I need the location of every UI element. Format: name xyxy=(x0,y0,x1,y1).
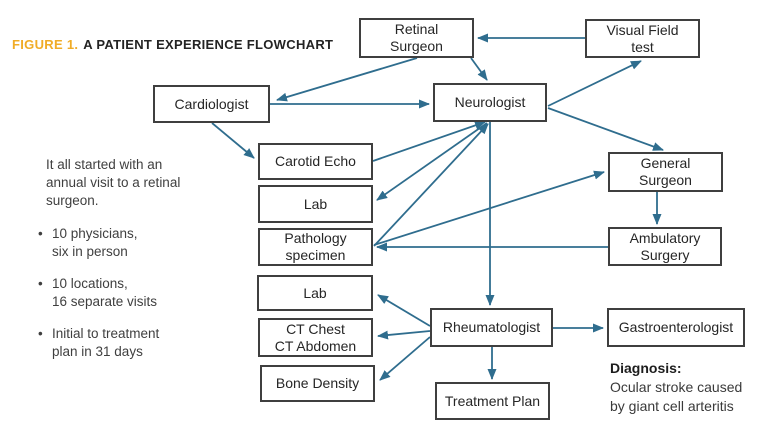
node-general-surgeon: General Surgeon xyxy=(608,152,723,192)
arrow-rheumatologist-to-bone-density xyxy=(379,336,431,381)
arrow-neurologist-to-lab-1 xyxy=(376,122,488,201)
bullet-text: Initial to treatment plan in 31 days xyxy=(52,326,160,359)
bullet-icon: • xyxy=(38,226,43,241)
figure-number-label: FIGURE 1. xyxy=(12,37,79,52)
node-treatment-plan: Treatment Plan xyxy=(435,382,550,420)
figure-title: FIGURE 1. A PATIENT EXPERIENCE FLOWCHART xyxy=(12,37,333,52)
node-gastroenterologist: Gastroenterologist xyxy=(607,308,745,347)
node-pathology-specimen: Pathology specimen xyxy=(258,228,373,266)
node-ambulatory-surgery: Ambulatory Surgery xyxy=(608,227,722,266)
arrow-rheumatologist-to-ct-chest-abdomen xyxy=(377,330,431,340)
bullet-text: 10 locations, 16 separate visits xyxy=(52,276,158,309)
diagnosis-label: Diagnosis: xyxy=(610,360,682,376)
node-cardiologist: Cardiologist xyxy=(153,85,270,123)
bullet-text: 10 physicians, six in person xyxy=(52,226,138,259)
list-item: • 10 locations, 16 separate visits xyxy=(38,275,233,311)
arrow-rheumatologist-to-lab-2 xyxy=(377,294,431,327)
arrow-cardiologist-to-carotid-echo xyxy=(211,122,255,159)
node-lab-2: Lab xyxy=(257,275,373,311)
list-item: • 10 physicians, six in person xyxy=(38,225,233,261)
arrow-pathology-specimen-to-general-surgeon xyxy=(373,170,605,246)
bullet-icon: • xyxy=(38,326,43,341)
story-intro: It all started with an annual visit to a… xyxy=(46,157,181,208)
node-visual-field-test: Visual Field test xyxy=(585,19,700,58)
arrow-retinal-surgeon-to-neurologist xyxy=(470,57,488,81)
arrow-neurologist-to-visual-field-test xyxy=(547,60,642,107)
story-bullet-list: • 10 physicians, six in person • 10 loca… xyxy=(38,225,233,361)
node-retinal-surgeon: Retinal Surgeon xyxy=(359,18,474,58)
diagnosis-block: Diagnosis: Ocular stroke caused by giant… xyxy=(610,359,770,416)
arrow-pathology-specimen-to-neurologist xyxy=(373,123,489,247)
arrow-neurologist-to-general-surgeon xyxy=(547,107,664,151)
bullet-icon: • xyxy=(38,276,43,291)
node-carotid-echo: Carotid Echo xyxy=(258,143,373,180)
node-lab-1: Lab xyxy=(258,185,373,223)
story-text-block: It all started with an annual visit to a… xyxy=(38,156,233,375)
node-ct-chest-abdomen: CT Chest CT Abdomen xyxy=(258,318,373,357)
list-item: • Initial to treatment plan in 31 days xyxy=(38,325,233,361)
node-bone-density: Bone Density xyxy=(260,365,375,402)
node-neurologist: Neurologist xyxy=(433,83,547,122)
node-rheumatologist: Rheumatologist xyxy=(430,308,553,347)
arrow-retinal-surgeon-to-cardiologist xyxy=(276,57,418,102)
figure-title-text: A PATIENT EXPERIENCE FLOWCHART xyxy=(83,37,334,52)
arrow-carotid-echo-to-neurologist xyxy=(372,121,486,162)
diagnosis-text: Ocular stroke caused by giant cell arter… xyxy=(610,379,743,414)
